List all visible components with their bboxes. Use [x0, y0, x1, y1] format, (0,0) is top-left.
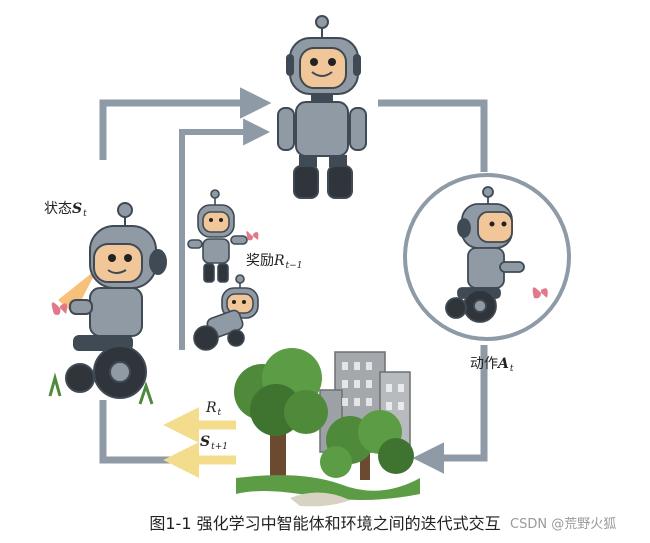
watermark: CSDN @荒野火狐 — [510, 517, 617, 532]
reward-label-symbol: R — [274, 253, 285, 269]
state-to-agent-arrow — [99, 87, 272, 160]
reward-label: 奖励Rt−1 — [246, 250, 302, 271]
action-label: 动作At — [470, 353, 514, 374]
action-label-text: 动作 — [470, 356, 498, 372]
tree-small — [320, 410, 414, 480]
reward-label-sub: t−1 — [285, 261, 303, 271]
env-state-symbol: S — [200, 434, 211, 450]
agent-to-action-arrow — [378, 99, 488, 172]
env-state-label: St+1 — [200, 434, 228, 452]
reward-robot-upper — [187, 189, 248, 283]
state-robot-left — [48, 202, 167, 405]
action-label-symbol: A — [498, 356, 509, 372]
butterfly-icon — [532, 287, 548, 299]
state-label: 状态St — [44, 198, 87, 219]
tree-large — [234, 348, 328, 482]
env-reward-symbol: R — [206, 400, 217, 416]
agent-robot-top — [277, 15, 367, 199]
action-robot-circle — [403, 173, 571, 341]
butterfly-icon — [246, 231, 259, 241]
env-reward-label: Rt — [206, 400, 221, 418]
figure-caption: 图1-1 强化学习中智能体和环境之间的迭代式交互 — [149, 514, 501, 533]
loop-arrows — [99, 87, 488, 478]
path — [290, 492, 350, 507]
environment — [234, 348, 420, 507]
env-state-sub: t+1 — [211, 442, 229, 452]
ground — [236, 475, 420, 500]
reward-inner-arrow — [179, 118, 271, 350]
butterfly-icon — [51, 302, 68, 315]
state-label-sub: t — [83, 209, 87, 219]
action-label-sub: t — [509, 364, 514, 374]
env-reward-sub: t — [217, 408, 222, 418]
action-to-env-arrow — [412, 345, 488, 474]
reward-label-text: 奖励 — [246, 253, 274, 269]
sensor-beam — [58, 268, 98, 314]
env-to-state-arrow — [99, 400, 182, 464]
grass-tuft — [48, 372, 154, 405]
state-label-symbol: S — [72, 201, 83, 217]
reward-robot-lower — [193, 274, 259, 351]
state-label-text: 状态 — [44, 201, 72, 217]
